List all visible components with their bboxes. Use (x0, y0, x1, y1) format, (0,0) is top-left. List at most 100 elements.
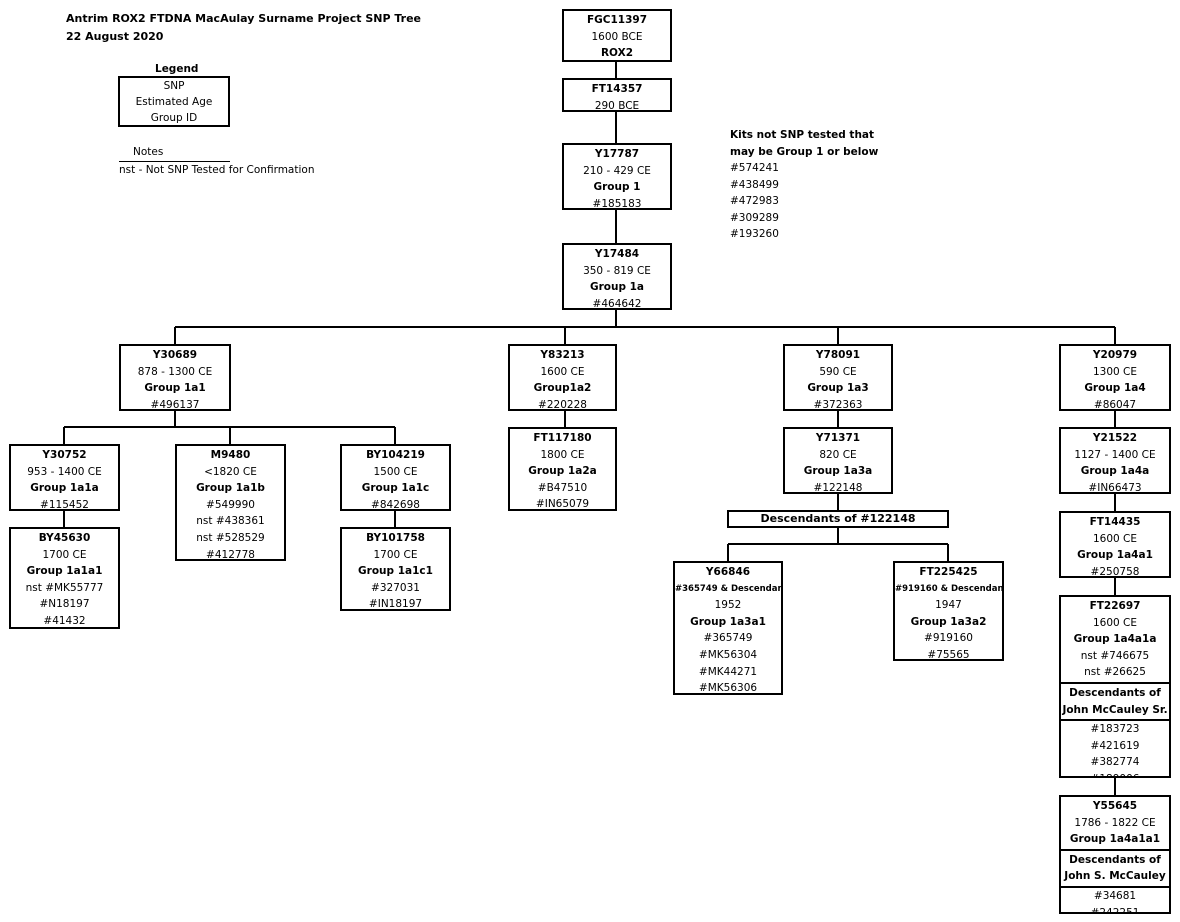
node-kit: #MK56306 (698, 682, 758, 695)
node-kit: #250758 (1090, 565, 1140, 578)
kit-item: #438499 (730, 178, 779, 191)
node-age: 1600 CE (540, 365, 585, 378)
legend-group-id: Group ID (150, 112, 198, 124)
descendants-section: Descendants of John S. McCauley #34681 #… (1061, 848, 1169, 914)
node-snp: Y21522 (1092, 432, 1138, 444)
node-kit: #242251 (1090, 906, 1140, 914)
node-y21522: Y21522 1127 - 1400 CE Group 1a4a #IN6647… (1059, 427, 1171, 494)
node-kit: #382774 (1090, 756, 1140, 769)
node-kit: #842698 (371, 498, 420, 511)
node-snp: Y17484 (594, 248, 640, 260)
node-age: 350 - 819 CE (583, 264, 651, 277)
node-kit: #421619 (1090, 739, 1140, 752)
node-kit: #372363 (813, 398, 863, 411)
node-y83213: Y83213 1600 CE Group1a2 #220228 (508, 344, 617, 411)
node-kit: #185183 (592, 197, 642, 210)
node-kit: #189006 (1061, 771, 1169, 776)
node-age: 820 CE (819, 448, 857, 461)
node-age: 1600 BCE (591, 30, 643, 43)
node-snp: FT22697 (1089, 600, 1141, 612)
node-age: 590 CE (819, 365, 857, 378)
node-kit: #N18197 (39, 598, 90, 611)
node-ft14435: FT14435 1600 CE Group 1a4a1 #250758 (1059, 511, 1171, 578)
node-snp: Y20979 (1092, 349, 1138, 361)
node-snp: FT225425 (919, 566, 978, 578)
node-kit: #IN18197 (368, 598, 423, 611)
node-group: Group 1a4a1 (1077, 549, 1153, 562)
legend-heading: Legend (155, 63, 199, 75)
node-m9480: M9480 <1820 CE Group 1a1b #549990 nst #4… (175, 444, 286, 561)
chart-title: Antrim ROX2 FTDNA MacAulay Surname Proje… (66, 12, 421, 25)
node-snp: FT117180 (533, 432, 592, 444)
node-kit: #220228 (538, 398, 587, 411)
node-kit: #IN66473 (1088, 481, 1142, 494)
notes-text: nst - Not SNP Tested for Confirmation (119, 164, 315, 176)
node-kit: #464642 (592, 297, 642, 310)
node-age: 1127 - 1400 CE (1074, 448, 1156, 461)
node-kit: #549990 (206, 498, 255, 511)
node-ft14357: FT14357 290 BCE (562, 78, 672, 112)
node-ft22697: FT22697 1600 CE Group 1a4a1a nst #746675… (1059, 595, 1171, 778)
node-kit: nst #MK55777 (25, 581, 104, 594)
node-age: 953 - 1400 CE (27, 465, 102, 478)
node-kit: #496137 (150, 398, 200, 411)
node-snp: Y78091 (815, 349, 861, 361)
node-kit: #41432 (43, 614, 86, 627)
node-group: Group 1a3a2 (910, 615, 987, 628)
node-note: #365749 & Descendants (675, 583, 783, 594)
node-by45630: BY45630 1700 CE Group 1a1a1 nst #MK55777… (9, 527, 120, 629)
node-kit: #412778 (206, 548, 255, 561)
node-group: Group 1a1b (196, 482, 265, 495)
node-age: 1700 CE (373, 548, 418, 561)
node-snp: Y71371 (815, 432, 861, 444)
node-kit: #B47510 (537, 481, 588, 494)
node-group: Group 1a1 (144, 382, 206, 395)
kit-item: #574241 (730, 162, 779, 174)
node-y17787: Y17787 210 - 429 CE Group 1 #185183 (562, 143, 672, 210)
node-fgc11397: FGC11397 1600 BCE ROX2 (562, 9, 672, 62)
node-age: 878 - 1300 CE (137, 365, 213, 378)
node-kit: #183723 (1090, 723, 1140, 736)
node-group: Group 1a4a1a (1073, 633, 1157, 646)
descendants-label: Descendants of (1069, 686, 1161, 699)
kits-not-tested-list: Kits not SNP tested that may be Group 1 … (730, 127, 878, 243)
node-y30752: Y30752 953 - 1400 CE Group 1a1a #115452 (9, 444, 120, 511)
node-age: 1600 CE (1092, 616, 1138, 629)
node-group: Group 1 (593, 181, 641, 194)
node-group: Group 1a2a (528, 465, 597, 478)
node-y66846: Y66846 #365749 & Descendants 1952 Group … (673, 561, 783, 695)
node-group: Group 1a1a1 (26, 565, 103, 578)
node-kit: #34681 (1093, 889, 1137, 902)
descendants-name: John McCauley Sr. (1062, 703, 1168, 716)
descendants-section: Descendants of John McCauley Sr. #183723… (1061, 681, 1169, 776)
node-group: Group 1a3 (807, 382, 869, 395)
node-snp: Y17787 (594, 148, 640, 160)
node-kit: nst #746675 (1080, 649, 1150, 662)
legend-snp: SNP (163, 80, 185, 92)
node-age: <1820 CE (204, 465, 257, 478)
node-y71371: Y71371 820 CE Group 1a3a #122148 (783, 427, 893, 494)
node-kit: #115452 (40, 498, 89, 511)
node-age: 1786 - 1822 CE (1074, 816, 1156, 829)
node-group: Group 1a4a (1080, 465, 1150, 478)
node-kit: #MK44271 (698, 665, 758, 678)
descendants-name: John S. McCauley (1064, 870, 1166, 883)
node-group: ROX2 (600, 47, 634, 60)
chart-date: 22 August 2020 (66, 30, 164, 43)
node-kit: #75565 (927, 648, 970, 661)
node-age: 1800 CE (540, 448, 585, 461)
node-kit: nst #26625 (1084, 666, 1146, 679)
node-age: 1700 CE (42, 548, 87, 561)
node-age: 1947 (935, 599, 962, 612)
kits-not-tested-heading-2: may be Group 1 or below (730, 145, 879, 158)
kit-item: #309289 (730, 211, 779, 224)
node-by101758: BY101758 1700 CE Group 1a1c1 #327031 #IN… (340, 527, 451, 611)
node-kit: #86047 (1093, 398, 1137, 411)
page-title: Antrim ROX2 FTDNA MacAulay Surname Proje… (66, 10, 421, 46)
node-snp: Y66846 (705, 566, 751, 578)
node-age: 1500 CE (373, 465, 418, 478)
node-age: 1300 CE (1092, 365, 1138, 378)
node-group: Group 1a4 (1084, 382, 1146, 395)
node-snp: BY101758 (366, 532, 425, 544)
